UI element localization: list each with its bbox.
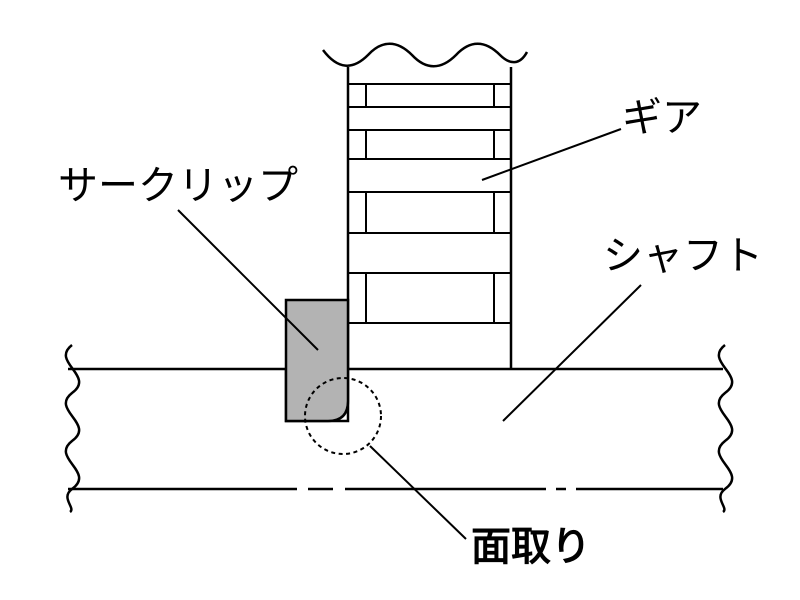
circlip-body [284, 298, 350, 423]
circlip [284, 298, 350, 423]
gear-leader-line [481, 128, 622, 181]
shaft [64, 344, 734, 514]
shaft-label: シャフト [603, 233, 763, 279]
circlip-leader-line [177, 209, 319, 351]
chamfer-label: 面取り [471, 524, 591, 570]
chamfer-leader-line [369, 445, 467, 540]
shaft-right-break [717, 344, 734, 514]
shaft-left-break [64, 344, 81, 514]
leader-lines [177, 128, 642, 540]
chamfer-highlight-circle [304, 377, 382, 455]
gear [322, 42, 529, 369]
shaft-leader-line [502, 284, 642, 422]
circlip-label: サークリップ [58, 163, 298, 209]
gear-label: ギア [622, 95, 702, 141]
gear-top-wavy-break [322, 42, 529, 68]
